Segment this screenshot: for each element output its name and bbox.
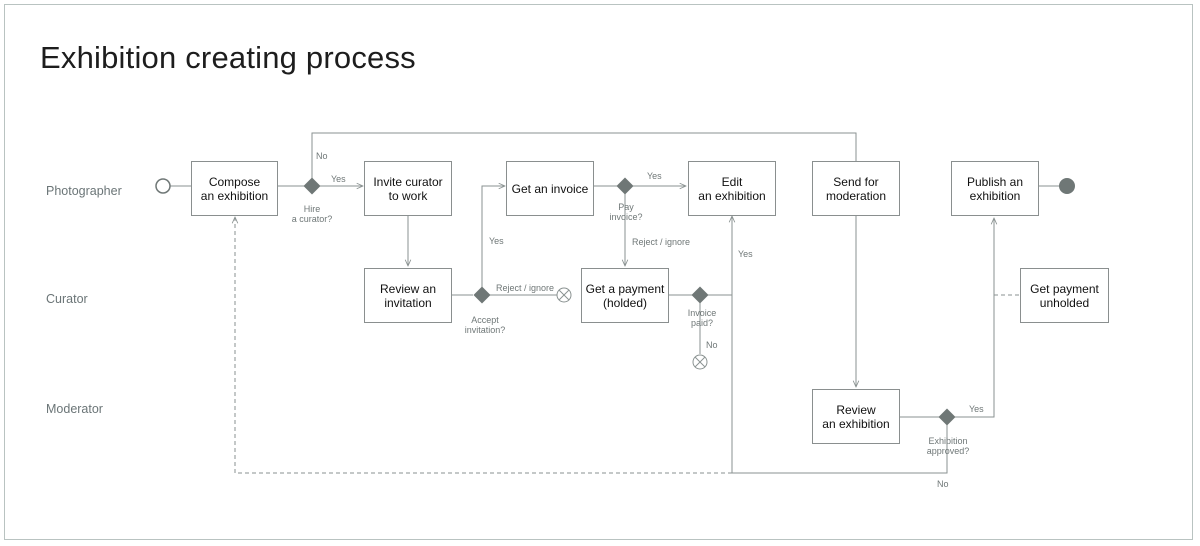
gateway-hire	[303, 177, 321, 195]
gateway-label-approved: Exhibition approved?	[926, 436, 970, 456]
lane-moderator: Moderator	[46, 402, 103, 416]
edge-label-pay-yes: Yes	[647, 171, 662, 181]
gateway-approved	[938, 408, 956, 426]
task-publish-exhibition: Publish an exhibition	[951, 161, 1039, 216]
edge-label-hire-yes: Yes	[331, 174, 346, 184]
gateway-label-accept: Accept invitation?	[464, 315, 506, 335]
task-get-payment-unholded: Get payment unholded	[1020, 268, 1109, 323]
task-get-invoice: Get an invoice	[506, 161, 594, 216]
edge-back-to-compose	[235, 217, 732, 474]
diagram-frame	[4, 4, 1193, 540]
edge-approved-no	[731, 240, 948, 474]
task-compose-exhibition: Compose an exhibition	[191, 161, 278, 216]
task-get-payment-holded: Get a payment (holded)	[581, 268, 669, 323]
task-invite-curator: Invite curator to work	[364, 161, 452, 216]
lane-photographer: Photographer	[46, 184, 122, 198]
edge-label-pay-reject: Reject / ignore	[632, 237, 691, 247]
edge-label-approved-yes: Yes	[969, 404, 984, 414]
task-review-exhibition: Review an exhibition	[812, 389, 900, 444]
edge-label-approved-no: No	[937, 479, 949, 489]
gateway-label-hire: Hire a curator?	[291, 204, 333, 224]
edge-accept-yes	[481, 186, 505, 287]
gateway-label-pay: Pay invoice?	[609, 202, 643, 222]
gateway-accept	[473, 286, 491, 304]
page-title: Exhibition creating process	[40, 40, 416, 75]
edge-paid-yes	[708, 216, 732, 296]
task-review-invitation: Review an invitation	[364, 268, 452, 323]
task-send-moderation: Send for moderation	[812, 161, 900, 216]
edge-label-hire-no: No	[316, 151, 328, 161]
edge-hire-no	[311, 132, 857, 178]
gateway-label-paid: Invoice paid?	[687, 308, 717, 328]
lane-curator: Curator	[46, 292, 88, 306]
terminate-icon-paid	[692, 354, 708, 370]
gateway-pay	[616, 177, 634, 195]
task-edit-exhibition: Edit an exhibition	[688, 161, 776, 216]
gateway-paid	[691, 286, 709, 304]
edge-label-accept-yes: Yes	[489, 236, 504, 246]
edge-label-paid-no: No	[706, 340, 718, 350]
end-event	[1059, 178, 1075, 194]
edge-label-paid-yes: Yes	[738, 249, 753, 259]
edge-label-accept-reject: Reject / ignore	[496, 283, 555, 293]
edge-approved-yes	[955, 218, 994, 418]
start-event	[155, 178, 171, 194]
terminate-icon-accept	[556, 287, 572, 303]
